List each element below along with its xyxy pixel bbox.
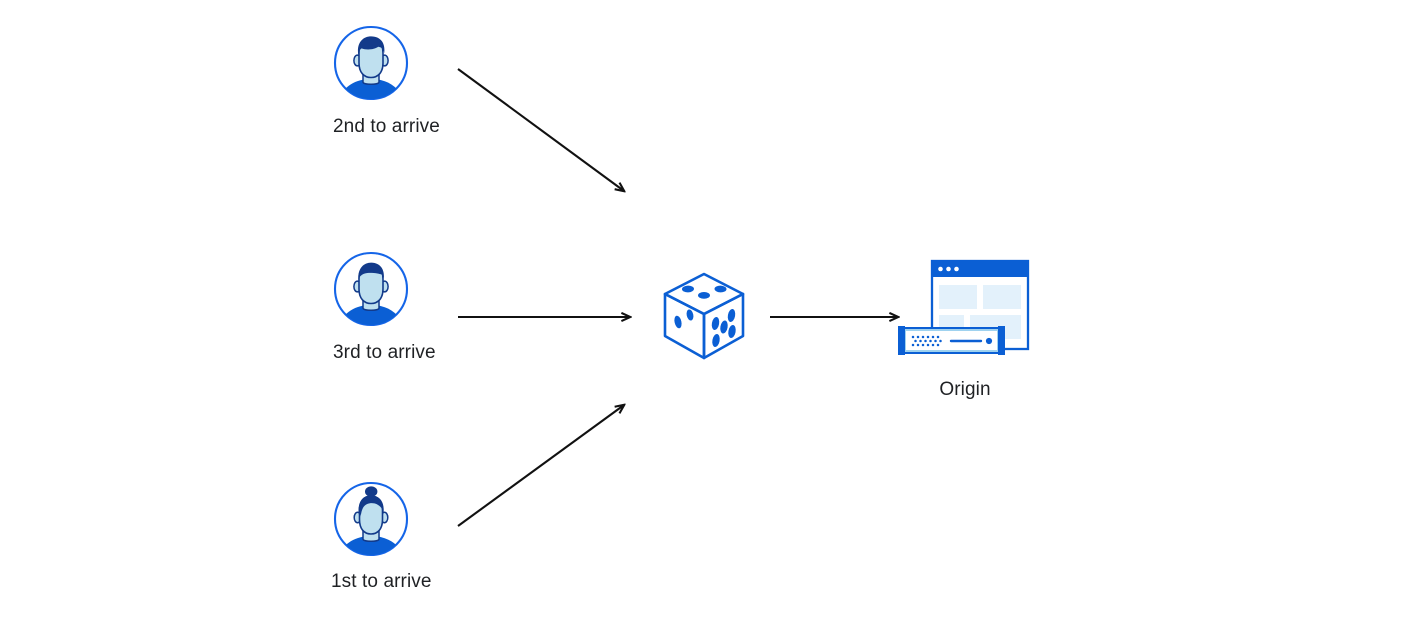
client-label-1st: 1st to arrive bbox=[331, 571, 432, 592]
origin-node[interactable] bbox=[893, 255, 1038, 365]
browser-window-server-icon bbox=[898, 259, 1030, 355]
dice-icon bbox=[663, 272, 745, 360]
server-box bbox=[898, 326, 1005, 355]
arrow-1st-to-dice bbox=[457, 405, 624, 527]
origin-label: Origin bbox=[939, 379, 991, 400]
arrow-2nd-to-dice bbox=[457, 68, 624, 191]
client-label-2nd: 2nd to arrive bbox=[333, 116, 440, 137]
client-label-3rd: 3rd to arrive bbox=[333, 342, 436, 363]
user-avatar-icon bbox=[333, 481, 409, 557]
user-avatar-icon bbox=[333, 251, 409, 327]
client-node-1st[interactable] bbox=[333, 481, 409, 557]
user-avatar-icon bbox=[333, 25, 409, 101]
client-node-2nd[interactable] bbox=[333, 25, 409, 101]
load-balancer-node[interactable] bbox=[658, 268, 750, 364]
client-node-3rd[interactable] bbox=[333, 251, 409, 327]
